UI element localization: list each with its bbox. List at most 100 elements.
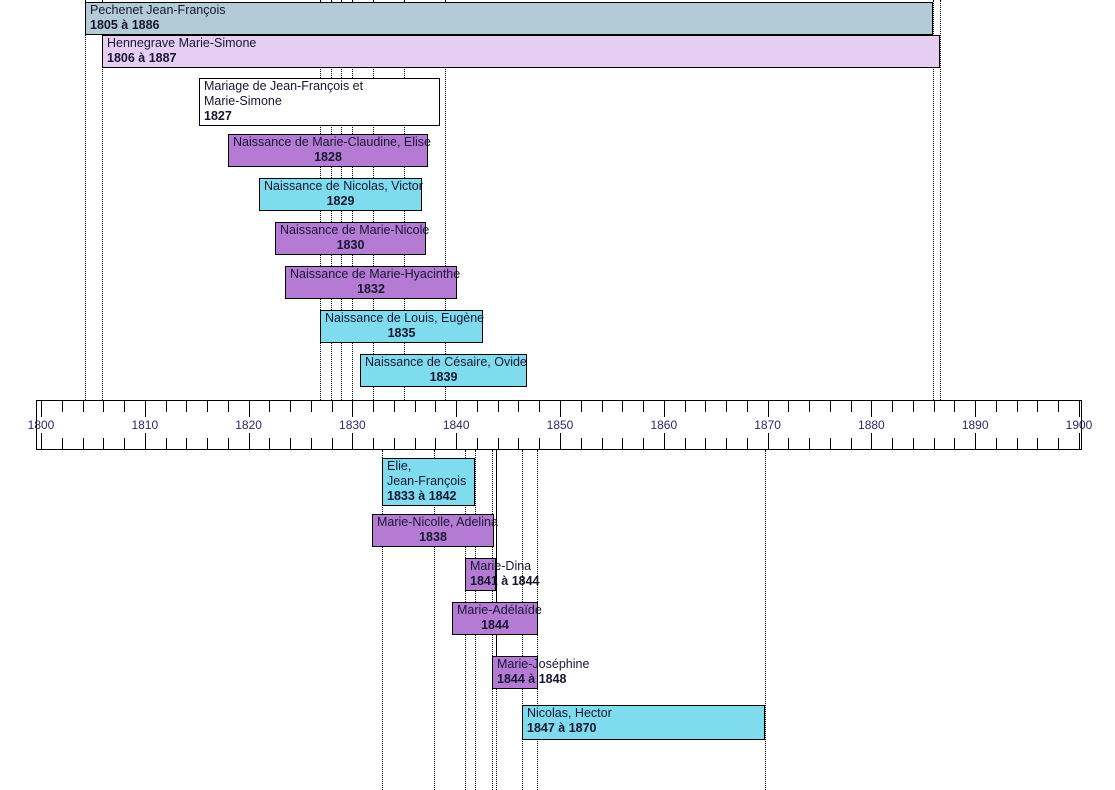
axis-tick-bottom-1856	[622, 438, 624, 449]
axis-tick-bottom-1852	[580, 438, 582, 449]
axis-tick-top-1900	[1079, 401, 1080, 417]
axis-tick-bottom-1848	[539, 438, 541, 449]
axis-tick-bottom-1878	[850, 438, 852, 449]
axis-label-1840: 1840	[442, 418, 470, 432]
axis-tick-top-1806	[103, 401, 105, 412]
axis-tick-bottom-1800	[41, 433, 42, 449]
axis-tick-top-1870	[767, 401, 769, 417]
axis-tick-top-1856	[622, 401, 624, 412]
axis-tick-top-1884	[912, 401, 914, 412]
axis-tick-bottom-1806	[103, 438, 105, 449]
leader-line-below-0-0	[382, 450, 383, 790]
bar-name-primary: Marie-Dina	[470, 559, 532, 573]
axis-tick-bottom-1808	[124, 438, 126, 449]
axis-tick-top-1898	[1058, 401, 1060, 412]
bar-name-primary: Mariage de Jean-François et	[204, 79, 364, 93]
bar-years: 1827	[204, 109, 232, 123]
axis-tick-bottom-1822	[269, 438, 271, 449]
bar-years: 1805 à 1886	[90, 18, 160, 32]
axis-tick-bottom-1802	[61, 438, 63, 449]
axis-tick-top-1854	[601, 401, 603, 412]
axis-tick-top-1846	[518, 401, 520, 412]
axis-tick-bottom-1846	[518, 438, 520, 449]
axis-tick-top-1852	[580, 401, 582, 412]
bar-years: 1847 à 1870	[527, 721, 597, 735]
axis-tick-top-1840	[456, 401, 458, 417]
axis-tick-bottom-1824	[290, 438, 292, 449]
axis-tick-top-1830	[352, 401, 354, 417]
axis-tick-bottom-1896	[1037, 438, 1039, 449]
axis-tick-bottom-1870	[767, 433, 769, 449]
axis-label-1870: 1870	[754, 418, 781, 432]
axis-tick-top-1858	[643, 401, 645, 412]
axis-tick-bottom-1892	[995, 438, 997, 449]
bar-years: 1844 à 1848	[497, 672, 567, 686]
bar-name-primary: Naissance de Marie-Hyacinthe	[290, 267, 461, 281]
axis-tick-top-1896	[1037, 401, 1039, 412]
axis-tick-bottom-1836	[414, 438, 416, 449]
axis-tick-bottom-1812	[165, 438, 167, 449]
axis-tick-bottom-1866	[726, 438, 728, 449]
leader-line-above-1-1	[940, 0, 941, 400]
axis-tick-bottom-1834	[393, 438, 395, 449]
axis-tick-top-1822	[269, 401, 271, 412]
axis-tick-top-1860	[663, 401, 665, 417]
axis-tick-bottom-1854	[601, 438, 603, 449]
axis-label-1850: 1850	[546, 418, 574, 432]
axis-tick-bottom-1804	[82, 438, 84, 449]
axis-tick-top-1810	[144, 401, 146, 417]
axis-tick-top-1812	[165, 401, 167, 412]
axis-tick-top-1838	[435, 401, 437, 412]
axis-tick-top-1886	[933, 401, 935, 412]
axis-tick-bottom-1882	[892, 438, 894, 449]
axis-tick-bottom-1862	[684, 438, 686, 449]
axis-tick-bottom-1840	[456, 433, 458, 449]
axis-tick-bottom-1874	[809, 438, 811, 449]
bar-name-primary: Naissance de Marie-Nicole	[280, 223, 430, 237]
axis-tick-bottom-1832	[373, 438, 375, 449]
bar-name-secondary: Jean-François	[387, 474, 467, 488]
solid-marker-line-1844	[496, 450, 497, 690]
axis-tick-bottom-1842	[476, 438, 478, 449]
axis-label-1890: 1890	[961, 418, 989, 432]
bar-name-primary: Naissance de Marie-Claudine, Elise	[233, 135, 432, 149]
axis-tick-top-1814	[186, 401, 188, 412]
axis-tick-top-1834	[393, 401, 395, 412]
axis-tick-bottom-1818	[227, 438, 229, 449]
axis-tick-top-1824	[290, 401, 292, 412]
bar-name-primary: Marie-Adélaïde	[457, 603, 542, 617]
axis-tick-top-1892	[995, 401, 997, 412]
axis-tick-top-1832	[373, 401, 375, 412]
bar-years: 1844	[481, 618, 509, 632]
axis-tick-top-1836	[414, 401, 416, 412]
axis-tick-top-1818	[227, 401, 229, 412]
axis-tick-bottom-1868	[746, 438, 748, 449]
axis-label-1830: 1830	[339, 418, 366, 432]
bar-name-primary: Marie-Joséphine	[497, 657, 590, 671]
axis-tick-bottom-1884	[912, 438, 914, 449]
axis-tick-top-1862	[684, 401, 686, 412]
bar-name-primary: Naissance de Césaire, Ovide	[365, 355, 527, 369]
bar-years: 1829	[326, 194, 355, 208]
axis-tick-bottom-1816	[207, 438, 209, 449]
axis-tick-bottom-1860	[663, 433, 665, 449]
bar-name-primary: Naissance de Nicolas, Victor	[264, 179, 423, 193]
axis-tick-top-1842	[476, 401, 478, 412]
axis-tick-bottom-1838	[435, 438, 437, 449]
axis-tick-bottom-1850	[560, 433, 561, 449]
